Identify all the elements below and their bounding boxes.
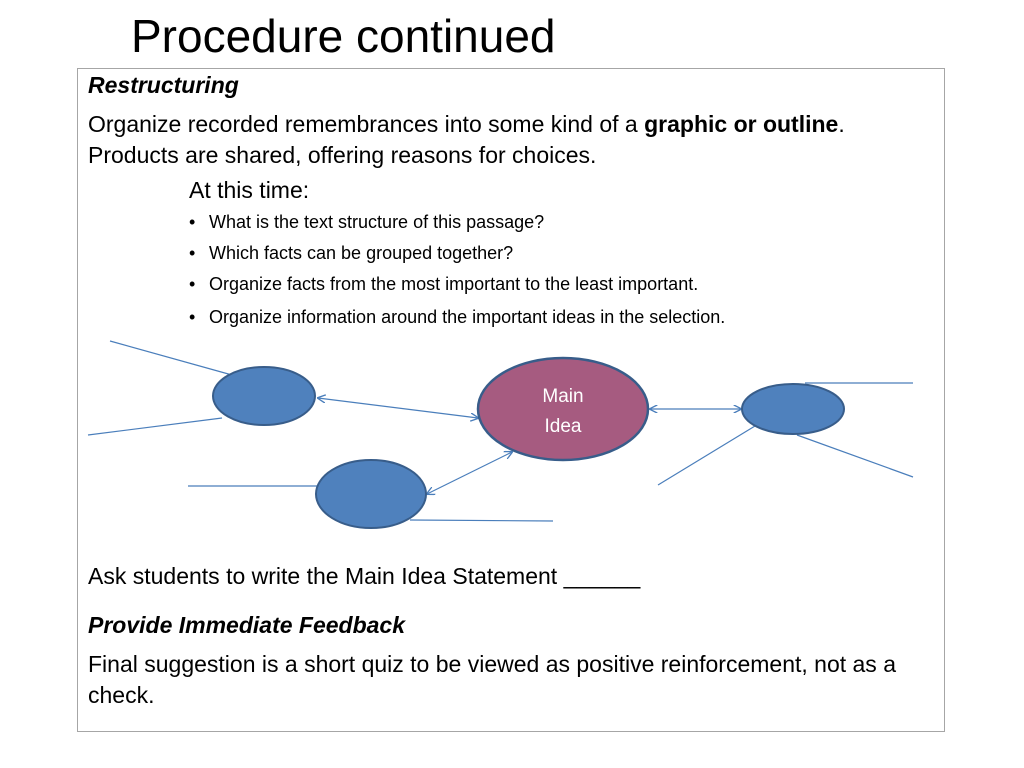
at-this-time-label: At this time: <box>189 177 310 203</box>
restructuring-paragraph: Organize recorded remembrances into some… <box>88 109 928 171</box>
bottom-node <box>315 459 427 529</box>
connector-line <box>109 340 233 376</box>
list-item: Organize facts from the most important t… <box>185 274 725 307</box>
main-idea-statement: Ask students to write the Main Idea Stat… <box>88 563 641 589</box>
list-item: Organize information around the importan… <box>185 307 725 338</box>
feedback-heading: Provide Immediate Feedback <box>88 612 406 638</box>
left-node <box>212 366 316 426</box>
connector-line <box>657 425 756 486</box>
main-idea-label-line1: Main <box>542 386 583 407</box>
para-bold-text: graphic or outline <box>644 111 839 137</box>
feedback-paragraph: Final suggestion is a short quiz to be v… <box>88 651 896 708</box>
list-item: Which facts can be grouped together? <box>185 243 725 274</box>
connector-line <box>87 417 223 436</box>
para-text-after: . Products are shared, offering reasons … <box>88 111 845 168</box>
question-list: What is the text structure of this passa… <box>185 212 725 338</box>
slide-title: Procedure continued <box>131 10 556 62</box>
list-item: What is the text structure of this passa… <box>185 212 725 243</box>
main-idea-label-line2: Idea <box>545 416 582 437</box>
connector-line <box>796 434 914 478</box>
para-text-before: Organize recorded remembrances into some… <box>88 111 645 137</box>
right-node <box>741 383 845 435</box>
double-arrow <box>318 398 478 418</box>
content-box: Restructuring Organize recorded remembra… <box>77 68 945 732</box>
restructuring-heading: Restructuring <box>88 72 239 98</box>
double-arrow <box>427 452 512 494</box>
main-idea-node <box>476 356 650 462</box>
connector-line <box>409 519 554 522</box>
